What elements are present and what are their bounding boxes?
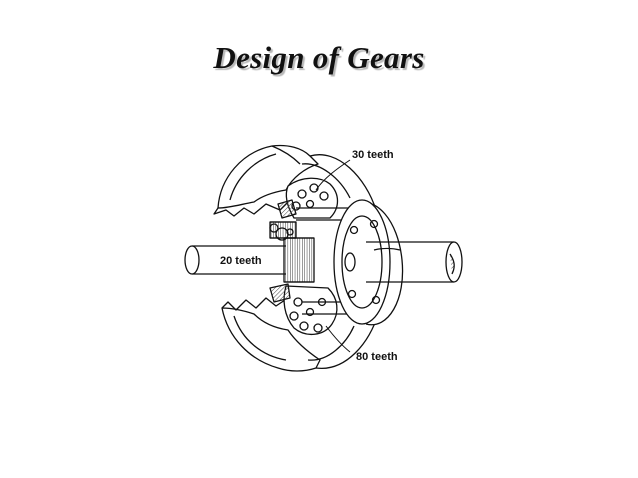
- gear-assembly-drawing: 30 teeth 20 teeth 80 teeth: [184, 144, 463, 372]
- planet-carrier-lower: [269, 283, 338, 335]
- output-flange: [333, 199, 404, 326]
- label-20-teeth: 20 teeth: [220, 255, 262, 267]
- leader-80-teeth: [325, 325, 351, 353]
- label-20-teeth-bg: [212, 252, 268, 268]
- label-30-teeth: 30 teeth: [352, 149, 394, 161]
- output-shaft: [366, 241, 463, 283]
- label-80-teeth: 80 teeth: [356, 351, 398, 363]
- planetary-gear-diagram: 30 teeth 20 teeth 80 teeth: [170, 138, 480, 382]
- slide-title: Design of Gears: [213, 40, 425, 75]
- ring-gear-lower: [221, 297, 321, 372]
- sun-gear: [269, 221, 315, 283]
- leader-30-teeth: [315, 159, 351, 191]
- ring-gear-upper: [213, 144, 319, 217]
- input-shaft: [184, 245, 286, 275]
